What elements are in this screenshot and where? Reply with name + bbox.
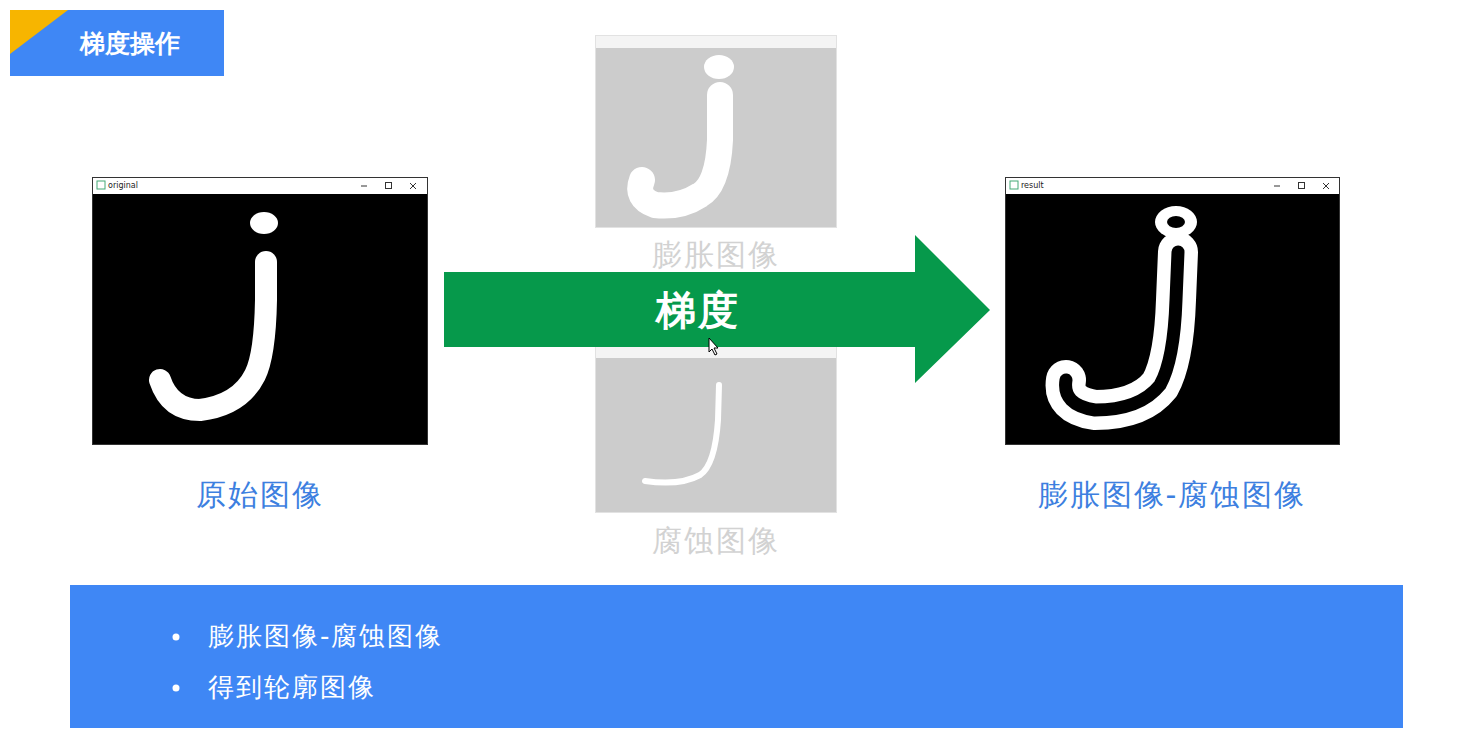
gradient-arrow bbox=[444, 235, 990, 383]
bullet-dot bbox=[173, 685, 180, 692]
title-badge bbox=[10, 10, 224, 76]
image-caption: 腐蚀图像 bbox=[652, 523, 780, 559]
image-window: 膨胀图像 bbox=[595, 35, 837, 228]
image-caption: 膨胀图像-腐蚀图像 bbox=[1038, 477, 1307, 513]
image-window: result膨胀图像-腐蚀图像 bbox=[1005, 177, 1340, 445]
image-window: original原始图像 bbox=[92, 177, 428, 445]
badge-corner bbox=[10, 10, 68, 54]
bullet-dot bbox=[173, 634, 180, 641]
summary-band bbox=[70, 585, 1403, 728]
image-caption: 膨胀图像 bbox=[652, 237, 780, 273]
slide-title: 梯度操作 bbox=[80, 27, 180, 60]
result-window bbox=[1006, 178, 1340, 445]
summary-band: 膨胀图像-腐蚀图像得到轮廓图像 bbox=[70, 585, 1403, 728]
dilation-window bbox=[596, 36, 837, 228]
image-window: 腐蚀图像 bbox=[595, 345, 837, 513]
window-title: original bbox=[108, 181, 138, 191]
erosion-window bbox=[596, 346, 837, 513]
mouse-cursor bbox=[709, 338, 718, 355]
bullet-text: 得到轮廓图像 bbox=[208, 672, 376, 703]
original-window bbox=[93, 178, 428, 445]
bullet-text: 膨胀图像-腐蚀图像 bbox=[208, 621, 443, 652]
window-title: result bbox=[1021, 181, 1044, 191]
arrow-shape: 梯度 bbox=[444, 235, 990, 383]
title-badge-text: 梯度操作 bbox=[10, 10, 224, 76]
arrow-label: 梯度 bbox=[656, 286, 740, 334]
image-caption: 原始图像 bbox=[196, 477, 324, 513]
